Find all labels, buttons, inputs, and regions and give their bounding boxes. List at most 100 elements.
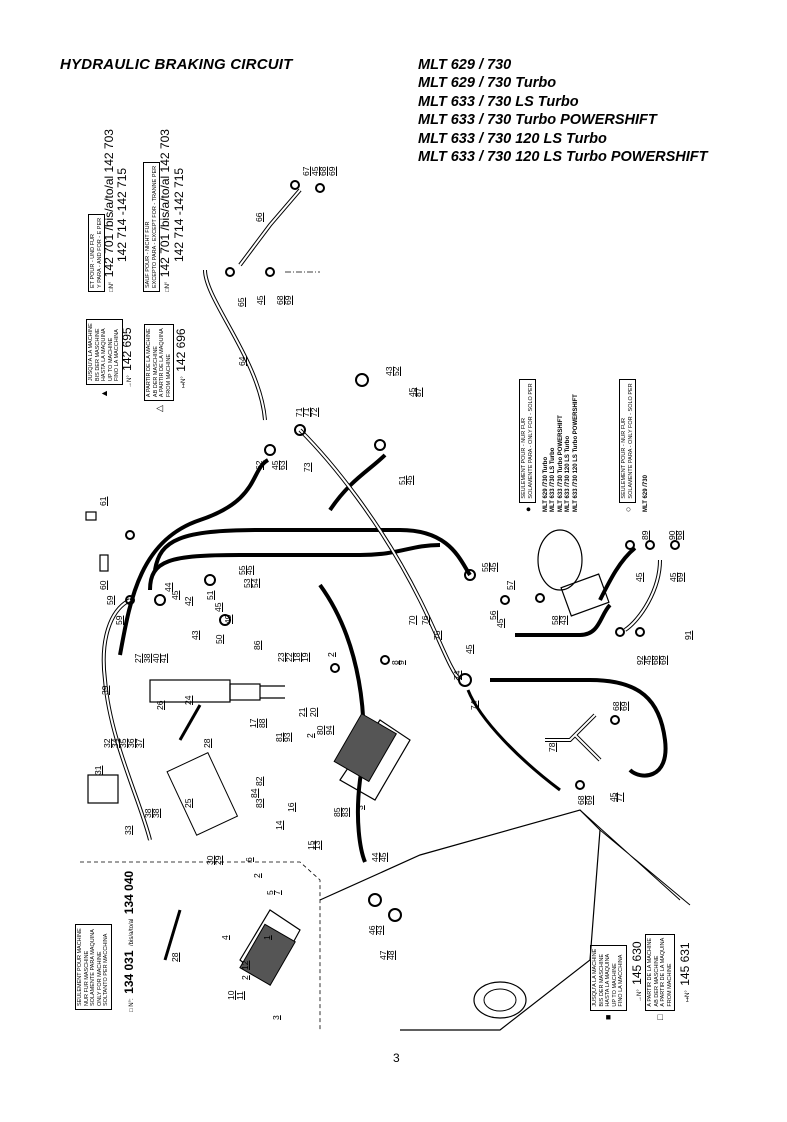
legend-text: JUSQU'A LA MACHINE xyxy=(592,948,598,1007)
legend-box: SEULEMENT POUR - NUR FUR SOLAMENTE PARA … xyxy=(519,379,537,503)
legend-text: UP TO MACHINE xyxy=(107,337,114,382)
serial-number: 142 696 xyxy=(174,328,188,372)
part-callout: 89 xyxy=(640,530,650,540)
filled-square-icon: ■ xyxy=(603,1014,614,1020)
part-callout: 50 xyxy=(214,634,224,644)
part-callout: 43 xyxy=(374,925,384,935)
pipe-78 xyxy=(545,714,601,761)
part-callout: 69 xyxy=(584,795,594,805)
pipe-70 xyxy=(299,429,461,681)
legend-text: BIS DER MASCHINE xyxy=(598,953,605,1007)
open-triangle-icon: △ xyxy=(153,405,164,412)
legend-text: A PARTIR DE LA MACHINE xyxy=(146,328,152,398)
legend-serial-up-to: →N° 142 695 xyxy=(118,327,136,388)
part-callout: 51 xyxy=(205,590,215,600)
legend-text: HASTA LA MAQUINA xyxy=(101,328,108,382)
part-callout: 91 xyxy=(683,630,693,640)
part-callout: 59 xyxy=(105,595,115,605)
part-callout: 54 xyxy=(250,578,260,588)
legend-serial-up-to-2: →N° 145 630 xyxy=(628,941,646,1002)
hose xyxy=(515,603,612,637)
legend-text: ET POUR - UND FUR xyxy=(90,234,96,288)
part-callout: 26 xyxy=(155,700,165,710)
legend-and-for-serial-2: 142 714 -142 715 xyxy=(113,168,131,262)
part-callout: 37 xyxy=(134,738,144,748)
legend-box: A PARTIR DE LA MACHINE AB DER MASCHINE A… xyxy=(645,933,676,1011)
part-callout: 69 xyxy=(327,166,337,176)
valve-block xyxy=(560,573,610,617)
hose xyxy=(153,528,472,577)
part-callout: 68 xyxy=(674,530,684,540)
pipe-91 xyxy=(624,559,661,631)
part-callout: 2 xyxy=(252,873,262,878)
legend-serial-from: ↦N° 142 696 xyxy=(172,328,190,388)
part-callout: 11 xyxy=(235,991,245,1000)
part-callout: 69 xyxy=(675,572,685,582)
part-callout: 88 xyxy=(257,718,267,728)
serial-number: 142 695 xyxy=(120,327,134,371)
page-number: 3 xyxy=(393,1051,400,1065)
legend-text: SAUF POUR - NICHT FUR xyxy=(145,221,151,288)
part-callout: 65 xyxy=(236,297,246,307)
legend-only-for-machine: SEULEMENT POUR MACHINE NUR FUR MASCHINE … xyxy=(75,924,112,1010)
hose xyxy=(466,689,561,792)
legend-text: SOLAMENTE PARA - ONLY FOR - SOLO PER xyxy=(627,383,634,499)
part-callout: 86 xyxy=(252,640,262,650)
legend-serial-from-2: ↦N° 145 631 xyxy=(676,942,694,1002)
model-item: MLT 633 / 730 120 LS Turbo POWERSHIFT xyxy=(418,149,708,166)
serial-prefix: →N° xyxy=(127,375,133,388)
part-callout: 45 xyxy=(213,602,223,612)
part-callout: 45 xyxy=(495,618,505,628)
part-callout: 93 xyxy=(282,732,292,742)
part-callout: 66 xyxy=(254,212,264,222)
part-callout: 63 xyxy=(277,460,287,470)
model-item: MLT 629 / 730 xyxy=(418,57,512,73)
serial-prefix: □N° xyxy=(165,281,171,292)
part-callout: 24 xyxy=(183,695,193,705)
legend-text: SEULEMENT POUR - NUR FUR xyxy=(621,417,627,499)
serial-range: 142 714 -142 715 xyxy=(172,167,186,262)
accumulator xyxy=(537,529,583,591)
part-callout: 41 xyxy=(158,653,168,663)
part-callout: 45 xyxy=(170,590,180,600)
part-callout: 69 xyxy=(619,701,629,711)
hose xyxy=(118,458,270,656)
part-callout: 75 xyxy=(432,630,442,640)
part-callout: 72 xyxy=(309,407,319,417)
part-callout: 45 xyxy=(634,572,644,582)
serial-prefix: ↦N° xyxy=(685,990,691,1002)
legend-model: MLT 629 /730 xyxy=(643,475,649,512)
legend-text: AB DER MASCHINE xyxy=(653,955,660,1007)
legend-text: NUR FUR MASCHINE xyxy=(83,950,90,1006)
part-callout: 43 xyxy=(558,615,568,625)
legend-text: A PARTIR DE LA MAQUINA xyxy=(159,328,166,398)
part-callout: 13 xyxy=(312,840,322,850)
part-callout: 21 xyxy=(297,707,307,717)
part-callout: 2 xyxy=(326,652,336,657)
serial-to: 134 040 xyxy=(122,870,136,915)
serial-prefix: □ N°: xyxy=(129,998,135,1012)
legend-from-machine-2: □ A PARTIR DE LA MACHINE AB DER MASCHINE… xyxy=(645,933,676,1020)
part-callout: 45 xyxy=(488,562,498,572)
label-plate-25 xyxy=(166,752,239,836)
page-title: HYDRAULIC BRAKING CIRCUIT xyxy=(60,56,293,73)
legend-up-to-machine-2: ■ JUSQU'A LA MACHINE BIS DER MASCHINE HA… xyxy=(590,944,627,1020)
serial-number: 145 630 xyxy=(630,941,644,985)
legend-model: MLT 633 /730 120 LS Turbo xyxy=(565,435,572,512)
legend-box: SEULEMENT POUR - NUR FUR SOLAMENTE PARA … xyxy=(619,379,637,503)
part-callout: 2 xyxy=(305,733,315,738)
legend-text: SOLAMENTE PARA MAQUINA xyxy=(90,929,97,1006)
part-callout: 9 xyxy=(396,660,406,665)
part-callout: 25 xyxy=(183,798,193,808)
legend-box: SEULEMENT POUR MACHINE NUR FUR MASCHINE … xyxy=(75,924,112,1010)
part-callout: 64 xyxy=(237,356,247,366)
range-word: /bis/a/to/al xyxy=(129,918,135,946)
part-callout: 73 xyxy=(302,462,312,472)
part-callout: 48 xyxy=(386,950,396,960)
part-callout: 57 xyxy=(505,580,515,590)
part-callout: 69 xyxy=(283,295,293,305)
part-callout: 29 xyxy=(213,855,223,865)
part-callout: 60 xyxy=(98,580,108,590)
part-callout: 31 xyxy=(93,765,103,775)
part-callout: 82 xyxy=(254,776,264,786)
